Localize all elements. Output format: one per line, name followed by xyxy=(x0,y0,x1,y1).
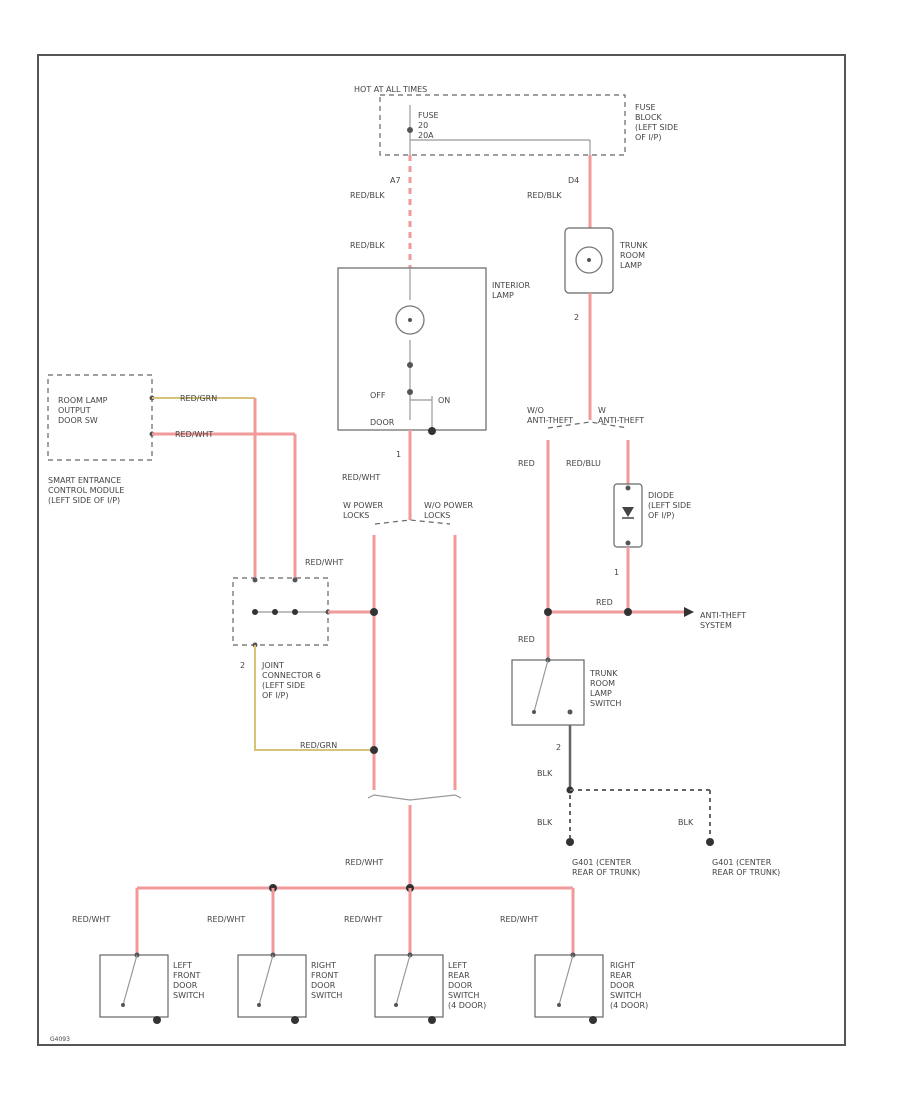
wire-label-red-wht-sw4: RED/WHT xyxy=(500,915,538,924)
ground-dot xyxy=(428,427,436,435)
wire-label-red-2: RED xyxy=(596,598,613,607)
wire-label-red-grn-bottom: RED/GRN xyxy=(300,741,337,750)
wire-label-blk-2: BLK xyxy=(537,818,553,827)
pin-p5: 2 xyxy=(556,743,561,752)
wire-label-red-wht-top: RED/WHT xyxy=(305,558,343,567)
ground-dot xyxy=(706,838,714,846)
wire-label-red-wht-lamp: RED/WHT xyxy=(342,473,380,482)
pin-p4: 1 xyxy=(614,568,619,577)
corner-code: G4093 xyxy=(50,1036,70,1043)
switch-on-label: ON xyxy=(438,396,450,405)
switch-off-label: OFF xyxy=(370,391,386,400)
wire-label-red-wht-sw1: RED/WHT xyxy=(72,915,110,924)
arrow-icon xyxy=(684,607,694,617)
wire-label-red-wht-bottom: RED/WHT xyxy=(345,858,383,867)
fuse-block-header: HOT AT ALL TIMES xyxy=(354,85,427,94)
diagram-frame xyxy=(37,54,846,1046)
wire-label-red-grn-top: RED/GRN xyxy=(180,394,217,403)
wire-label-red-3: RED xyxy=(518,635,535,644)
wire-label-red-blk-3: RED/BLK xyxy=(527,191,562,200)
wire-label-blk-1: BLK xyxy=(537,769,553,778)
wire-label-red-blk-2: RED/BLK xyxy=(350,241,385,250)
pin-p3: 2 xyxy=(240,661,245,670)
wire-label-blk-3: BLK xyxy=(678,818,694,827)
pin-p1: 2 xyxy=(574,313,579,322)
wire-label-red-blk-1: RED/BLK xyxy=(350,191,385,200)
pin-d4: D4 xyxy=(568,176,579,185)
wire-label-red-wht-sec: RED/WHT xyxy=(175,430,213,439)
switch-door-label: DOOR xyxy=(370,418,395,427)
pin-a7: A7 xyxy=(390,176,401,185)
wire-label-red-blu: RED/BLU xyxy=(566,459,601,468)
wire-label-red-1: RED xyxy=(518,459,535,468)
fuse-pin xyxy=(407,127,413,133)
ground-dot xyxy=(566,838,574,846)
wire-label-red-wht-sw2: RED/WHT xyxy=(207,915,245,924)
wire-label-red-wht-sw3: RED/WHT xyxy=(344,915,382,924)
pin-p2: 1 xyxy=(396,450,401,459)
